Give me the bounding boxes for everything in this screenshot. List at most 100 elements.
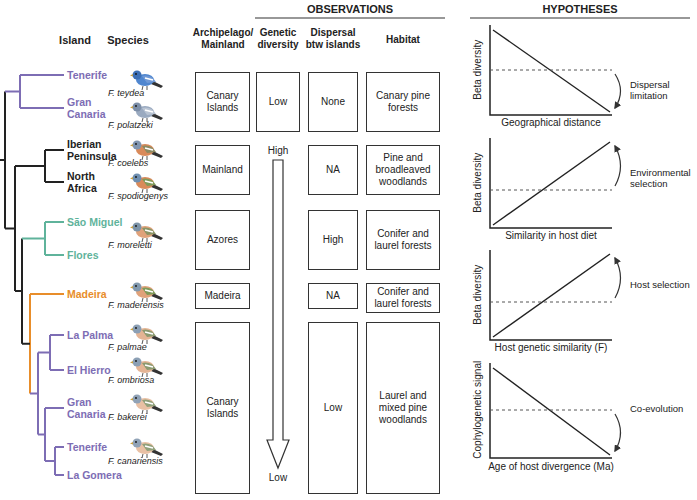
tree-branch bbox=[45, 181, 64, 183]
observation-box: NA bbox=[308, 145, 358, 195]
box-text: Pine and broadleaved woodlands bbox=[370, 152, 436, 188]
header-rule bbox=[470, 17, 690, 18]
observation-box: Conifer and laurel forests bbox=[366, 210, 440, 270]
bird-icon bbox=[130, 283, 163, 303]
box-text: High bbox=[323, 234, 344, 246]
observation-box: NA bbox=[308, 283, 358, 309]
observation-box: Azores bbox=[195, 210, 250, 270]
tree-branch bbox=[45, 407, 64, 409]
island-name: La Gomera bbox=[67, 469, 127, 481]
species-name: F. ombriosa bbox=[108, 375, 188, 385]
column-header: Genetic diversity bbox=[252, 27, 304, 50]
box-text: NA bbox=[326, 290, 340, 302]
column-header: Dispersal btw islands bbox=[303, 27, 363, 50]
box-text: Laurel and mixed pine woodlands bbox=[370, 390, 436, 426]
bird-icon bbox=[130, 103, 163, 123]
plot-axes bbox=[490, 363, 612, 458]
tree-branch bbox=[30, 393, 38, 395]
box-text: Conifer and laurel forests bbox=[370, 286, 436, 310]
tree-branch bbox=[15, 165, 45, 167]
axis-label: Age of host divergence (Ma) bbox=[481, 461, 621, 473]
deviation-arrow bbox=[615, 74, 621, 108]
axis-label: Host genetic similarity (F) bbox=[481, 342, 621, 354]
hypothesis-name: Co-evolution bbox=[630, 404, 696, 415]
plot-axes bbox=[490, 138, 612, 228]
null-line bbox=[490, 410, 612, 411]
box-text: Mainland bbox=[202, 164, 243, 176]
species-name: F. spodiogenys bbox=[108, 191, 188, 201]
gradient-label: Low bbox=[253, 472, 303, 484]
island-name: Tenerife bbox=[67, 441, 127, 453]
tree-branch bbox=[45, 149, 64, 151]
island-name: Flores bbox=[67, 249, 127, 261]
species-name: F. coelebs bbox=[108, 158, 188, 168]
plot-axes bbox=[490, 250, 612, 340]
observation-box: None bbox=[308, 72, 358, 132]
species-name: F. polatzeki bbox=[108, 120, 188, 130]
species-name: F. maderensis bbox=[108, 300, 188, 310]
tree-branch bbox=[45, 460, 55, 462]
box-text: NA bbox=[326, 164, 340, 176]
island-name: Tenerife bbox=[67, 69, 127, 81]
observation-box: Canary pine forests bbox=[366, 72, 440, 132]
observation-box: Mainland bbox=[195, 145, 250, 195]
bird-icon bbox=[130, 71, 163, 91]
tree-branch bbox=[55, 474, 64, 476]
species-name: F. moreletti bbox=[108, 240, 188, 250]
header-rule bbox=[255, 17, 445, 18]
bird-icon bbox=[130, 325, 163, 345]
observation-box: Laurel and mixed pine woodlands bbox=[366, 322, 440, 494]
box-text: Low bbox=[269, 96, 287, 108]
column-header: Archipelago/ Mainland bbox=[191, 27, 255, 50]
species-name: F. bakerei bbox=[108, 412, 188, 422]
box-text: None bbox=[321, 96, 345, 108]
tree-branch bbox=[55, 446, 64, 448]
hypothesis-plots bbox=[490, 25, 621, 458]
hypothesis-name: Dispersal limitation bbox=[630, 80, 696, 102]
observation-box: Low bbox=[256, 72, 300, 132]
island-name: La Palma bbox=[67, 329, 127, 341]
box-text: Low bbox=[324, 402, 342, 414]
gradient-arrow bbox=[267, 160, 289, 468]
island-name: Gran Canaria bbox=[67, 96, 127, 120]
bird-icon bbox=[130, 439, 163, 459]
tree-branch bbox=[15, 290, 22, 292]
observation-box: Canary Islands bbox=[195, 72, 250, 132]
tree-branch bbox=[5, 228, 15, 230]
observation-box: Pine and broadleaved woodlands bbox=[366, 145, 440, 195]
section-title: OBSERVATIONS bbox=[250, 3, 450, 16]
tree-branch bbox=[30, 293, 64, 295]
species-name: F. canariensis bbox=[108, 456, 188, 466]
island-name: Madeira bbox=[67, 288, 127, 300]
bird-icon bbox=[130, 223, 163, 243]
box-text: Canary Islands bbox=[199, 396, 246, 420]
tree-branch bbox=[45, 221, 64, 223]
section-title: HYPOTHESES bbox=[480, 3, 680, 16]
observation-box: High bbox=[308, 210, 358, 270]
box-text: Azores bbox=[207, 234, 238, 246]
tree-branch bbox=[22, 343, 30, 345]
trend-line bbox=[493, 254, 610, 337]
tree-branch bbox=[50, 334, 64, 336]
plot-axes bbox=[490, 25, 612, 115]
tree-branch bbox=[50, 369, 64, 371]
null-line bbox=[490, 302, 612, 303]
island-name: São Miguel bbox=[67, 216, 127, 228]
bird-icon bbox=[130, 141, 163, 161]
hypothesis-name: Environmental selection bbox=[630, 168, 696, 190]
trend-line bbox=[493, 368, 610, 455]
box-text: Conifer and laurel forests bbox=[370, 228, 436, 252]
axis-label: Geographical distance bbox=[481, 117, 621, 129]
axis-label: Beta diversity bbox=[472, 123, 484, 243]
tree-branch bbox=[20, 107, 64, 109]
bird-icon bbox=[130, 358, 163, 378]
null-line bbox=[490, 70, 612, 71]
species-name: F. teydea bbox=[108, 88, 188, 98]
bird-icon bbox=[130, 174, 163, 194]
observation-box: Low bbox=[308, 322, 358, 494]
island-name: El Hierro bbox=[67, 364, 127, 376]
axis-label: Similarity in host diet bbox=[481, 230, 621, 242]
null-line bbox=[490, 190, 612, 191]
axis-label: Cophylogenetic signal bbox=[472, 350, 484, 470]
